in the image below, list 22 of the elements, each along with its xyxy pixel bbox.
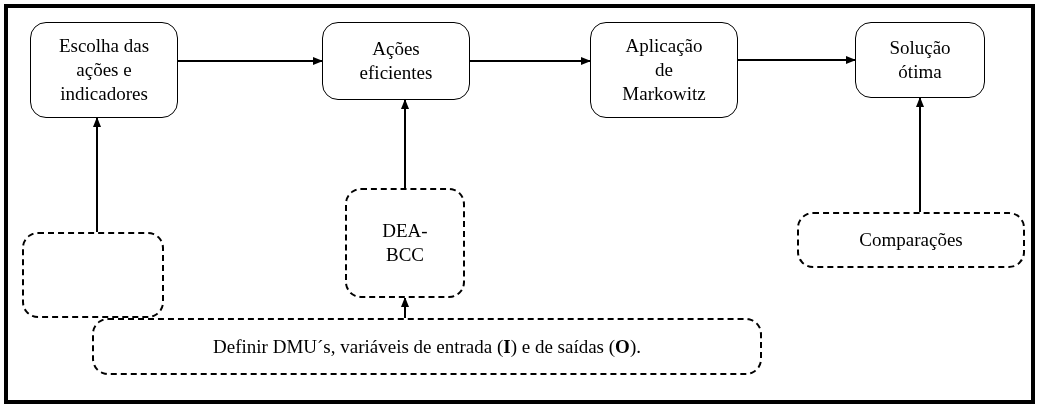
dashed-box xyxy=(345,188,465,298)
arrow xyxy=(737,56,856,64)
process-box xyxy=(590,22,738,118)
arrow xyxy=(177,57,323,65)
arrow xyxy=(93,117,101,233)
node-label: Comparações xyxy=(859,228,963,252)
arrow xyxy=(916,97,924,213)
arrow xyxy=(469,57,591,65)
dashed-box xyxy=(22,232,164,318)
node-label: Solução ótima xyxy=(888,36,952,84)
arrow xyxy=(401,99,409,189)
node-label: Ações eficientes xyxy=(358,37,434,85)
node-label: Aplicação de Markowitz xyxy=(621,34,707,106)
process-box xyxy=(30,22,178,118)
node-label: DEA-BCC xyxy=(381,219,429,267)
process-box xyxy=(855,22,985,98)
node-label: Definir DMU´s, variáveis de entrada (I) e de saídas (O). xyxy=(213,334,641,359)
node-label: Escolha das ações e indicadores xyxy=(57,34,151,106)
dashed-box xyxy=(797,212,1025,268)
arrow xyxy=(401,297,409,319)
dashed-box xyxy=(92,318,762,375)
process-box xyxy=(322,22,470,100)
